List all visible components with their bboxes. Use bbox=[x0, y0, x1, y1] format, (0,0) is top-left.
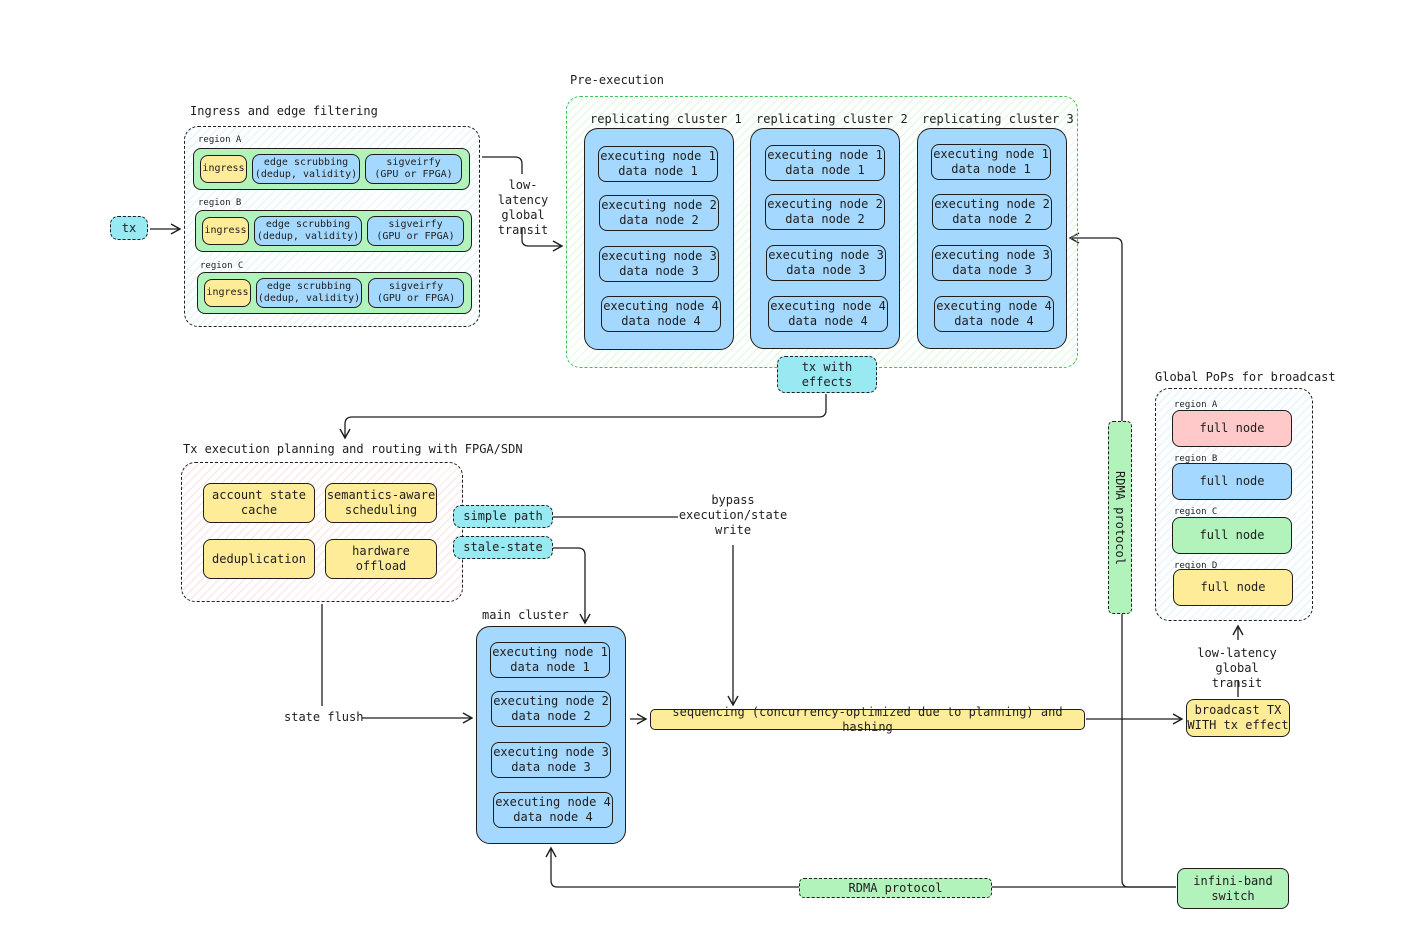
data-node: data node 1 bbox=[785, 163, 865, 177]
ingress-box: ingress bbox=[202, 217, 249, 245]
edge-scrubbing-box: edge scrubbing (dedup, validity) bbox=[256, 278, 362, 308]
edge-scrubbing-box: edge scrubbing (dedup, validity) bbox=[252, 154, 360, 184]
simple-path-badge: simple path bbox=[453, 505, 553, 528]
replicating-cluster-title: replicating cluster 1 bbox=[590, 112, 742, 126]
sigverify-box: sigveirfy (GPU or FPGA) bbox=[367, 216, 464, 246]
data-node: data node 4 bbox=[513, 810, 593, 824]
executing-node: executing node 2 bbox=[934, 197, 1050, 211]
sequencing-box: sequencing (concurrency-optimized due to… bbox=[650, 705, 1085, 734]
broadcast-transit-label: low-latency global transit bbox=[1197, 646, 1277, 690]
executing-node: executing node 4 bbox=[603, 299, 719, 313]
pop-region-label: region D bbox=[1174, 561, 1218, 571]
full-node-region-b: full node bbox=[1172, 463, 1292, 500]
executing-node: executing node 2 bbox=[601, 198, 717, 212]
rdma-protocol-vertical: RDMA protocol bbox=[1108, 421, 1132, 614]
semantics-scheduling-box: semantics-aware scheduling bbox=[325, 483, 437, 523]
edge-scrubbing-box: edge scrubbing (dedup, validity) bbox=[254, 216, 362, 246]
data-node: data node 3 bbox=[952, 263, 1032, 277]
replicating-cluster-title: replicating cluster 3 bbox=[922, 112, 1074, 126]
global-transit-label: low-latency global transit bbox=[497, 178, 549, 237]
arrow-stale-state bbox=[553, 547, 591, 625]
executing-node: executing node 3 bbox=[493, 745, 609, 759]
arrow-transit-to-preexec bbox=[521, 228, 564, 252]
ingress-box: ingress bbox=[204, 279, 251, 307]
executing-node: executing node 1 bbox=[767, 148, 883, 162]
data-node: data node 2 bbox=[785, 212, 865, 226]
executing-node: executing node 1 bbox=[600, 149, 716, 163]
ingress-region-label: region A bbox=[198, 135, 242, 145]
pop-region-label: region B bbox=[1174, 454, 1218, 464]
executing-node: executing node 3 bbox=[934, 248, 1050, 262]
hardware-offload-box: hardware offload bbox=[325, 539, 437, 579]
rdma-protocol-horizontal: RDMA protocol bbox=[799, 878, 992, 898]
data-node: data node 1 bbox=[951, 162, 1031, 176]
tx-with-effects-badge: tx with effects bbox=[777, 356, 877, 393]
arrow-ingress-to-preexec bbox=[482, 156, 523, 174]
data-node: data node 3 bbox=[619, 264, 699, 278]
stale-state-badge: stale-state bbox=[453, 536, 553, 559]
main-cluster-title: main cluster bbox=[482, 608, 569, 622]
data-node: data node 1 bbox=[618, 164, 698, 178]
executing-node: executing node 2 bbox=[767, 197, 883, 211]
sigverify-box: sigveirfy (GPU or FPGA) bbox=[365, 154, 462, 184]
executing-node: executing node 3 bbox=[768, 248, 884, 262]
infiniband-switch-box: infini-band switch bbox=[1177, 868, 1289, 909]
executing-node: executing node 4 bbox=[770, 299, 886, 313]
arrow-switch-to-main bbox=[545, 846, 1176, 888]
full-node-region-d: full node bbox=[1173, 569, 1293, 606]
pops-group-title: Global PoPs for broadcast bbox=[1155, 370, 1336, 384]
ingress-box: ingress bbox=[200, 155, 247, 183]
data-node: data node 4 bbox=[621, 314, 701, 328]
bypass-label: bypass execution/state write bbox=[678, 493, 788, 537]
rdma-protocol-vertical-label: RDMA protocol bbox=[1113, 470, 1127, 565]
executing-node: executing node 4 bbox=[495, 795, 611, 809]
executing-node: executing node 2 bbox=[493, 694, 609, 708]
executing-node: executing node 4 bbox=[936, 299, 1052, 313]
sigverify-box: sigveirfy (GPU or FPGA) bbox=[368, 278, 464, 308]
planning-group-title: Tx execution planning and routing with F… bbox=[183, 442, 523, 456]
data-node: data node 4 bbox=[954, 314, 1034, 328]
broadcast-box: broadcast TX WITH tx effect bbox=[1186, 699, 1290, 737]
ingress-region-label: region B bbox=[198, 198, 242, 208]
pre-execution-title: Pre-execution bbox=[570, 73, 664, 87]
executing-node: executing node 3 bbox=[601, 249, 717, 263]
ingress-group-title: Ingress and edge filtering bbox=[190, 104, 378, 118]
replicating-cluster-title: replicating cluster 2 bbox=[756, 112, 908, 126]
tx-input-badge: tx bbox=[110, 216, 148, 240]
executing-node: executing node 1 bbox=[933, 147, 1049, 161]
data-node: data node 4 bbox=[788, 314, 868, 328]
executing-node: executing node 1 bbox=[492, 645, 608, 659]
deduplication-box: deduplication bbox=[203, 539, 315, 579]
pop-region-label: region C bbox=[1174, 507, 1218, 517]
data-node: data node 3 bbox=[786, 263, 866, 277]
ingress-region-label: region C bbox=[200, 261, 244, 271]
data-node: data node 2 bbox=[619, 213, 699, 227]
data-node: data node 3 bbox=[511, 760, 591, 774]
arrow-effects-to-planning bbox=[339, 394, 827, 440]
account-state-cache-box: account state cache bbox=[203, 483, 315, 523]
pop-region-label: region A bbox=[1174, 400, 1218, 410]
state-flush-label: state flush bbox=[284, 710, 364, 724]
data-node: data node 2 bbox=[952, 212, 1032, 226]
full-node-region-a: full node bbox=[1172, 410, 1292, 447]
data-node: data node 1 bbox=[510, 660, 590, 674]
data-node: data node 2 bbox=[511, 709, 591, 723]
full-node-region-c: full node bbox=[1172, 517, 1292, 554]
